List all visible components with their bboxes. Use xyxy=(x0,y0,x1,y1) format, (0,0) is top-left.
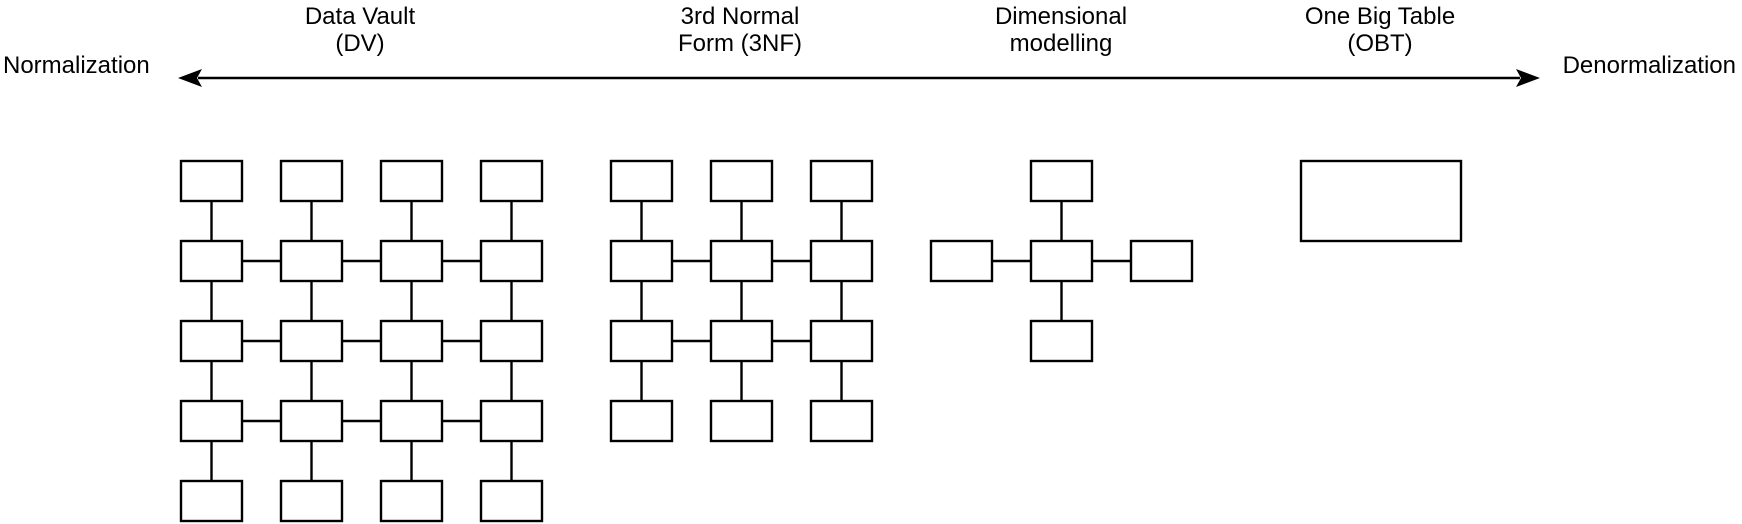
table-box xyxy=(609,399,674,443)
table-box xyxy=(709,319,774,363)
table-box xyxy=(809,319,874,363)
diagram-3nf xyxy=(609,159,874,443)
diagram-data-vault xyxy=(179,159,544,523)
table-box xyxy=(1299,159,1463,243)
group-label-obt: One Big Table (OBT) xyxy=(1304,3,1456,57)
table-box xyxy=(609,159,674,203)
table-box xyxy=(479,159,544,203)
table-box xyxy=(809,239,874,283)
table-box xyxy=(479,319,544,363)
table-box xyxy=(179,239,244,283)
diagram-obt xyxy=(1299,159,1463,243)
table-box xyxy=(609,319,674,363)
table-box xyxy=(1029,319,1094,363)
table-box xyxy=(479,479,544,523)
left-axis-label: Normalization xyxy=(3,52,150,79)
normalization-axis-arrow xyxy=(178,69,1540,87)
right-arrowhead-icon xyxy=(1516,69,1540,87)
table-box xyxy=(279,159,344,203)
table-box xyxy=(1029,239,1094,283)
table-box xyxy=(709,159,774,203)
table-box xyxy=(279,239,344,283)
table-box xyxy=(809,159,874,203)
group-label-dimensional: Dimensional modelling xyxy=(994,3,1128,57)
table-box xyxy=(1029,159,1094,203)
table-box xyxy=(709,239,774,283)
table-box xyxy=(179,159,244,203)
table-box xyxy=(379,159,444,203)
table-box xyxy=(179,399,244,443)
table-box xyxy=(709,399,774,443)
group-label-data-vault: Data Vault (DV) xyxy=(304,3,416,57)
table-box xyxy=(929,239,994,283)
table-box xyxy=(479,399,544,443)
table-box xyxy=(379,479,444,523)
table-box xyxy=(279,399,344,443)
table-box xyxy=(279,479,344,523)
diagram-dimensional xyxy=(929,159,1194,363)
table-box xyxy=(379,239,444,283)
table-box xyxy=(179,479,244,523)
table-box xyxy=(809,399,874,443)
table-box xyxy=(379,319,444,363)
table-box xyxy=(479,239,544,283)
table-box xyxy=(1129,239,1194,283)
group-label-3nf: 3rd Normal Form (3NF) xyxy=(678,3,802,57)
table-box xyxy=(279,319,344,363)
right-axis-label: Denormalization xyxy=(1562,52,1736,79)
table-box xyxy=(179,319,244,363)
left-arrowhead-icon xyxy=(178,69,202,87)
table-box xyxy=(379,399,444,443)
table-box xyxy=(609,239,674,283)
